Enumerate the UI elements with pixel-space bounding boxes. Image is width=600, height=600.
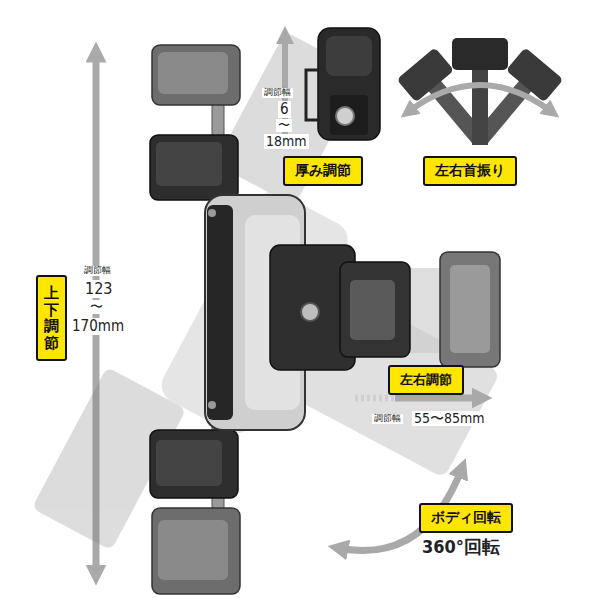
dimension-label: 123 — [83, 280, 114, 298]
dimension-label: 55〜85mm — [412, 411, 487, 426]
badge-text: 厚み調節 — [295, 162, 351, 180]
dimension-label: 調節幅 — [82, 266, 113, 276]
badge-text: 左右調節 — [400, 371, 452, 389]
feature-badge: 左右首振り — [423, 156, 517, 186]
badge-text: 上下調節 — [44, 285, 59, 351]
side-arm — [270, 245, 500, 370]
badge-text: 左右首振り — [435, 162, 505, 180]
feature-badge: ボディ回転 — [419, 503, 513, 533]
rotated-ghost — [32, 31, 595, 600]
dimension-label: 〜 — [88, 300, 105, 314]
dimension-label: 18mm — [264, 134, 309, 149]
feature-badge: 厚み調節 — [283, 156, 363, 186]
dimension-label: 360°回転 — [420, 537, 502, 557]
bottom-arms — [150, 415, 240, 594]
dimension-label: 〜 — [276, 119, 292, 132]
badge-text: ボディ回転 — [431, 509, 501, 527]
dimension-label: 調節幅 — [372, 414, 403, 424]
swivel-inset — [397, 38, 564, 156]
side-arrow — [395, 395, 482, 402]
thickness-inset — [285, 28, 380, 148]
top-arms — [150, 45, 240, 210]
dimension-label: 6 — [278, 101, 291, 118]
dimension-label: 170mm — [70, 318, 126, 335]
feature-badge: 上下調節 — [36, 275, 67, 361]
feature-badge: 左右調節 — [388, 365, 464, 395]
dimension-label: 調節幅 — [262, 88, 293, 98]
